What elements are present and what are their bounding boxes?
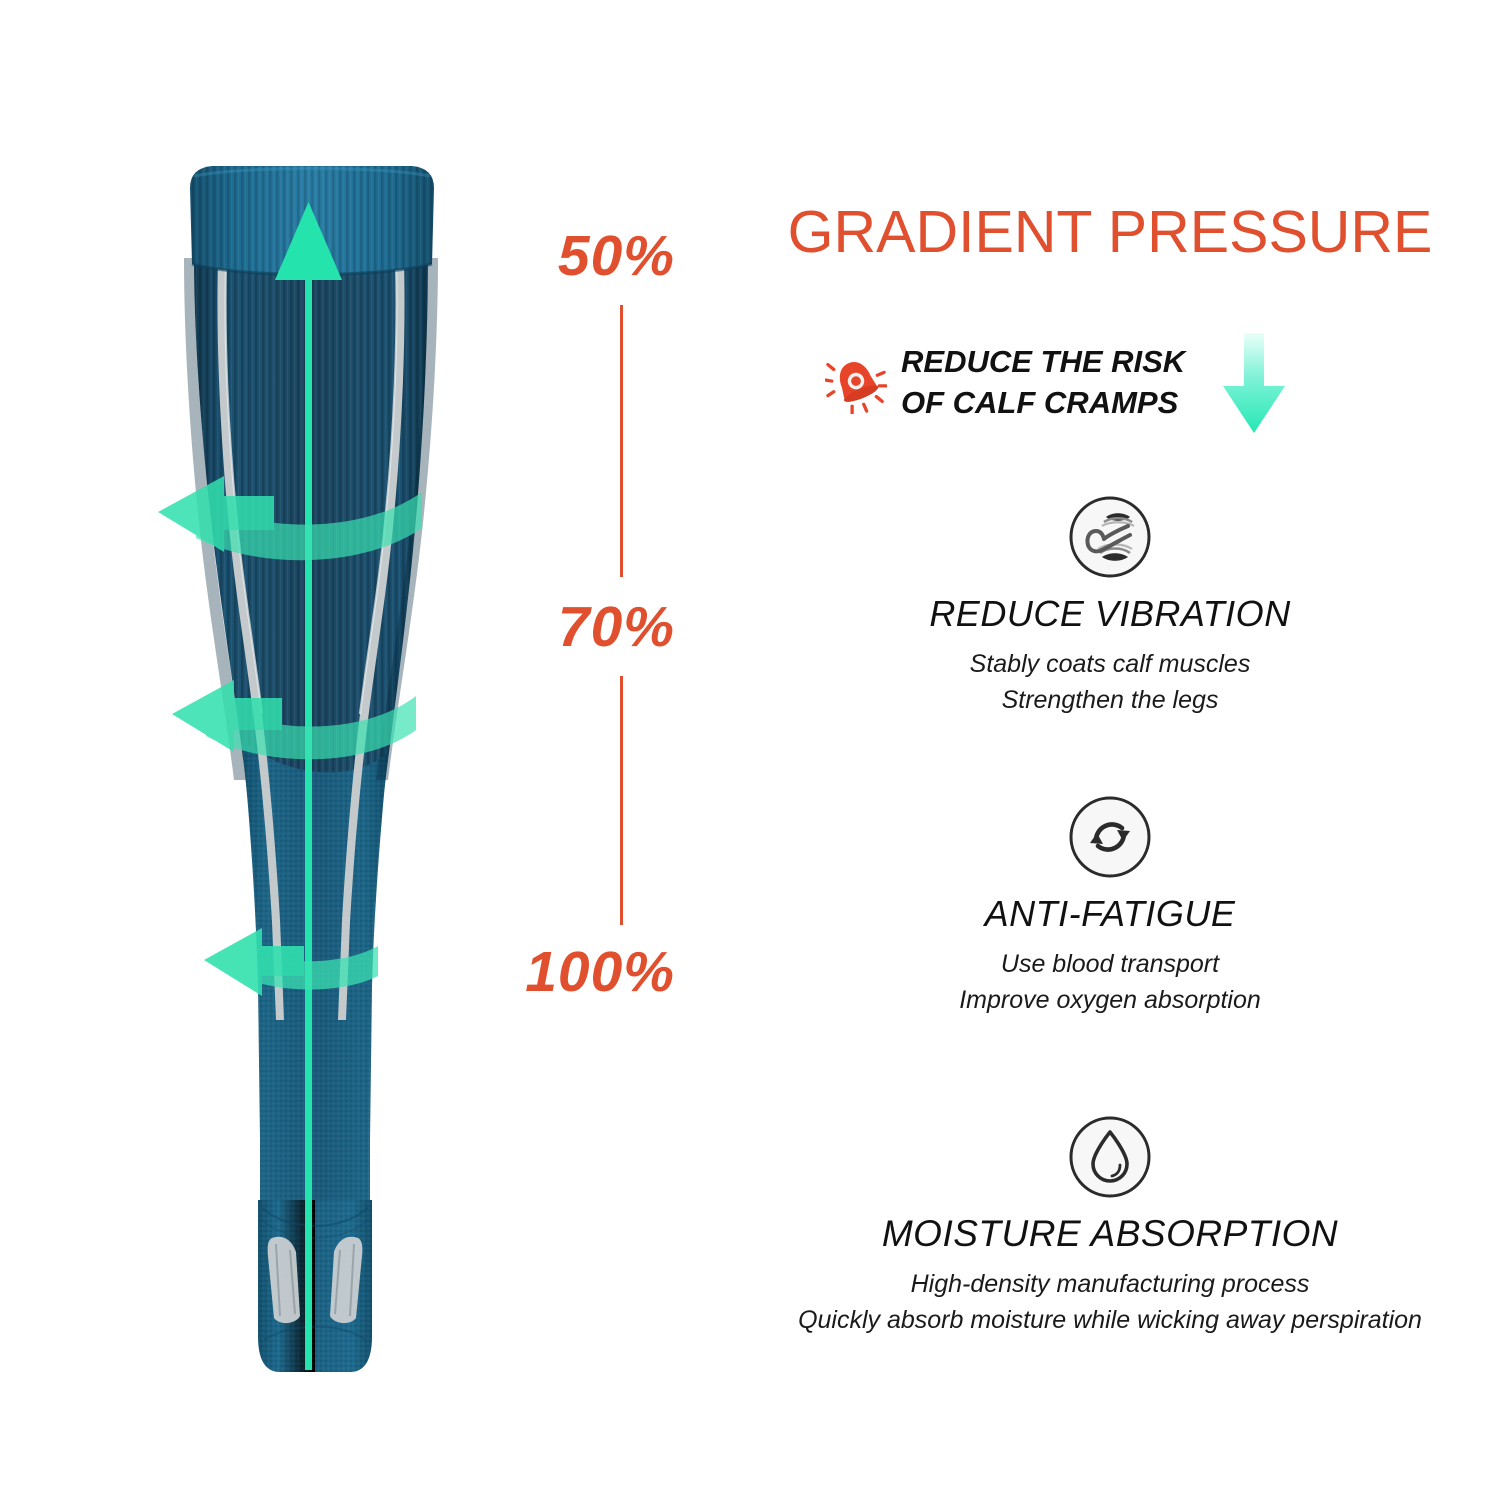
pressure-label-50: 50% <box>557 224 675 288</box>
calf-cramp-line2: OF CALF CRAMPS <box>901 385 1179 420</box>
refresh-cycle-icon <box>1069 796 1151 878</box>
feature-icon-wrap <box>730 795 1490 879</box>
product-illustration <box>150 140 570 1430</box>
feature-moisture-absorption: MOISTURE ABSORPTION High-density manufac… <box>730 1115 1490 1338</box>
pressure-arrow-vertical <box>275 202 342 1370</box>
feature-title: MOISTURE ABSORPTION <box>881 1213 1339 1254</box>
feature-sub-line2: Strengthen the legs <box>1001 685 1219 714</box>
scale-connector-lower <box>620 676 623 925</box>
feature-title: ANTI-FATIGUE <box>984 893 1236 934</box>
pressure-label-70: 70% <box>557 595 675 659</box>
feature-sub-line1: Use blood transport <box>1000 950 1220 978</box>
feature-reduce-vibration: REDUCE VIBRATION Stably coats calf muscl… <box>730 495 1490 718</box>
ankle-padding-left <box>267 1236 300 1324</box>
pressure-band-lower <box>204 928 378 996</box>
feature-icon-wrap <box>730 495 1490 579</box>
feature-sub-line2: Quickly absorb moisture while wicking aw… <box>798 1305 1422 1334</box>
feature-sub-line1: Stably coats calf muscles <box>969 650 1251 678</box>
feature-sub-line1: High-density manufacturing process <box>910 1270 1310 1298</box>
pressure-scale: 50% 70% 100% <box>500 200 710 1030</box>
water-drop-icon <box>1069 1116 1151 1198</box>
pressure-band-middle <box>172 680 416 760</box>
scale-connector-upper <box>620 305 623 577</box>
feature-icon-wrap <box>730 1115 1490 1199</box>
feature-sub-line2: Improve oxygen absorption <box>959 985 1261 1014</box>
calf-cramp-line1: REDUCE THE RISK <box>901 344 1186 380</box>
pressure-label-100: 100% <box>525 940 675 1004</box>
feature-column: GRADIENT PRESSURE <box>730 180 1490 1440</box>
pressure-band-upper <box>158 476 422 561</box>
feature-title: REDUCE VIBRATION <box>929 593 1291 634</box>
down-arrow-icon <box>1223 332 1286 433</box>
ankle-padding-right <box>330 1236 363 1324</box>
compression-sock-graphic <box>158 166 438 1372</box>
calf-cramp-callout: REDUCE THE RISK OF CALF CRAMPS <box>825 328 1465 438</box>
alarm-bell-icon <box>825 362 887 414</box>
feature-anti-fatigue: ANTI-FATIGUE Use blood transport Improve… <box>730 795 1490 1018</box>
page-title: GRADIENT PRESSURE <box>787 199 1433 265</box>
calf-cramp-text: REDUCE THE RISK OF CALF CRAMPS <box>901 342 1185 424</box>
vibration-leg-icon <box>1069 496 1151 578</box>
